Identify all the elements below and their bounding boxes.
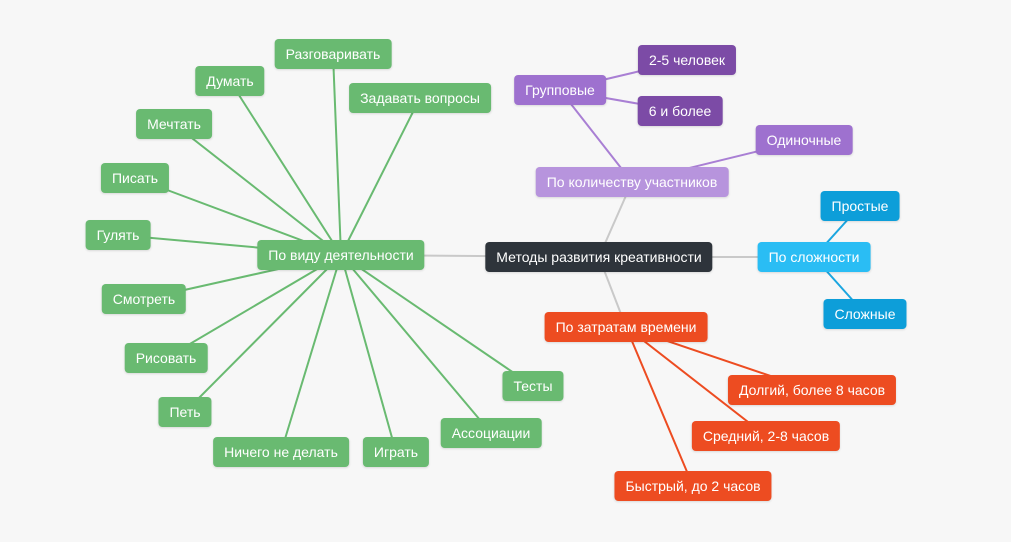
connector-activity-leaf [340, 254, 492, 434]
node-activity-walk[interactable]: Гулять [85, 220, 151, 250]
connector-time-fast [625, 326, 694, 487]
node-time-fast[interactable]: Быстрый, до 2 часов [614, 471, 772, 501]
connector-activity-leaf [340, 254, 534, 387]
node-activity-ask-questions[interactable]: Задавать вопросы [349, 83, 491, 113]
node-activity-write[interactable]: Писать [100, 163, 170, 193]
node-activity-tests[interactable]: Тесты [502, 371, 564, 401]
node-time-long[interactable]: Долгий, более 8 часов [727, 375, 897, 405]
node-activity-draw[interactable]: Рисовать [124, 343, 208, 373]
node-time-medium[interactable]: Средний, 2-8 часов [691, 421, 841, 451]
node-participants[interactable]: По количеству участников [535, 167, 729, 197]
node-participants-6-plus[interactable]: 6 и более [637, 96, 723, 126]
node-center[interactable]: Методы развития креативности [485, 242, 713, 272]
node-activity-think[interactable]: Думать [195, 66, 265, 96]
connector-activity-leaf [332, 53, 342, 256]
connector-participants-group [559, 89, 633, 183]
connector-activity-leaf [184, 254, 342, 413]
connector-time-medium [625, 326, 767, 437]
node-activity-sing[interactable]: Петь [158, 397, 212, 427]
connector-activity-leaf [165, 254, 342, 359]
node-activity-talk[interactable]: Разговаривать [274, 39, 392, 69]
node-participants-single[interactable]: Одиночные [755, 125, 853, 155]
node-participants-group[interactable]: Групповые [514, 75, 606, 105]
node-complexity-simple[interactable]: Простые [820, 191, 900, 221]
node-activity-watch[interactable]: Смотреть [101, 284, 187, 314]
connector-activity-leaf [280, 254, 342, 453]
connector-activity-leaf [340, 97, 421, 256]
node-activity-associations[interactable]: Ассоциации [440, 418, 542, 448]
node-complexity[interactable]: По сложности [757, 242, 871, 272]
connector-activity-leaf [229, 80, 342, 256]
node-activity[interactable]: По виду деятельности [257, 240, 425, 270]
node-participants-2-5[interactable]: 2-5 человек [637, 45, 737, 75]
connector-activity-leaf [173, 123, 342, 256]
connector-activity-leaf [340, 254, 397, 453]
node-activity-play[interactable]: Играть [362, 437, 430, 467]
node-activity-dream[interactable]: Мечтать [136, 109, 212, 139]
node-activity-do-nothing[interactable]: Ничего не делать [213, 437, 349, 467]
node-complexity-complex[interactable]: Сложные [823, 299, 907, 329]
node-time[interactable]: По затратам времени [544, 312, 708, 342]
